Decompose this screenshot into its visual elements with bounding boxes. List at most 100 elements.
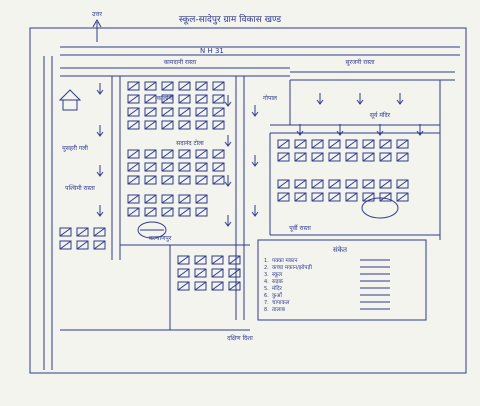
house-icon: [127, 81, 140, 91]
house-icon: [144, 94, 157, 104]
house-icon: [195, 94, 208, 104]
house-icon: [178, 149, 191, 159]
house-icon: [195, 120, 208, 130]
house-icon: [294, 192, 307, 202]
house-icon: [311, 179, 324, 189]
direction-arrow-icon: [356, 93, 364, 105]
legend-item-number: 2.: [264, 265, 269, 271]
legend-item-number: 3.: [264, 272, 269, 278]
legend-item-number: 1.: [264, 258, 269, 264]
street-label: कालोनी: [157, 94, 174, 102]
legend-items-layer: 1.पक्का मकान2.कच्चा मकान/झोपड़ी3.स्कूल4.…: [264, 258, 390, 313]
legend-item: कुआँ: [272, 292, 283, 299]
direction-arrow-icon: [316, 93, 324, 105]
house-icon: [328, 139, 341, 149]
legend-item-number: 6.: [264, 293, 269, 299]
house-icon: [311, 192, 324, 202]
direction-arrow-icon: [251, 105, 259, 117]
house-icon: [144, 162, 157, 172]
house-icon: [328, 179, 341, 189]
direction-arrow-icon: [224, 215, 232, 227]
house-icon: [277, 152, 290, 162]
house-icon: [76, 240, 89, 250]
houses-layer: [59, 81, 409, 291]
house-icon: [178, 107, 191, 117]
upper-road: [60, 67, 455, 81]
temple-icon: [58, 89, 82, 111]
direction-arrow-icon: [396, 93, 404, 105]
house-icon: [294, 179, 307, 189]
house-icon: [161, 194, 174, 204]
house-icon: [177, 268, 190, 278]
central-roads: [111, 76, 245, 330]
house-icon: [195, 194, 208, 204]
house-icon: [212, 175, 225, 185]
legend-item: सड़क: [272, 279, 284, 285]
direction-arrow-icon: [96, 205, 104, 217]
house-icon: [93, 227, 106, 237]
house-icon: [311, 139, 324, 149]
house-icon: [228, 255, 241, 265]
legend-item-number: 4.: [264, 279, 269, 285]
well-icon: [137, 221, 167, 239]
north-arrow-icon: उत्तर: [92, 11, 102, 42]
house-icon: [362, 139, 375, 149]
house-icon: [144, 175, 157, 185]
direction-arrow-icon: [296, 124, 304, 136]
house-icon: [212, 94, 225, 104]
house-icon: [127, 194, 140, 204]
house-icon: [195, 149, 208, 159]
house-icon: [76, 227, 89, 237]
house-icon: [379, 139, 392, 149]
house-icon: [127, 207, 140, 217]
direction-arrow-icon: [251, 205, 259, 217]
house-icon: [178, 162, 191, 172]
house-icon: [379, 179, 392, 189]
house-icon: [161, 107, 174, 117]
house-icon: [195, 162, 208, 172]
house-icon: [194, 255, 207, 265]
house-icon: [127, 149, 140, 159]
street-label: गोपाल: [263, 94, 278, 102]
house-icon: [228, 268, 241, 278]
street-label: कामदानी रास्ता: [164, 58, 197, 66]
house-icon: [396, 192, 409, 202]
street-label: सदानंद टोला: [176, 139, 204, 147]
house-icon: [144, 81, 157, 91]
house-icon: [228, 281, 241, 291]
direction-arrow-icon: [336, 124, 344, 136]
street-label: सुरजनी रास्ता: [345, 58, 375, 66]
house-icon: [396, 179, 409, 189]
house-icon: [211, 268, 224, 278]
house-icon: [195, 81, 208, 91]
highway-label: N H 31: [200, 47, 224, 55]
house-icon: [178, 81, 191, 91]
house-icon: [277, 139, 290, 149]
legend-title: संकेत: [333, 245, 348, 254]
direction-arrow-icon: [376, 124, 384, 136]
arrows-layer: [96, 83, 424, 227]
legend-item: स्कूल: [272, 272, 282, 278]
map-border: [29, 27, 467, 374]
legend-item: मंदिर: [272, 285, 283, 292]
legend-item: पक्का मकान: [272, 258, 298, 264]
house-icon: [311, 152, 324, 162]
house-icon: [59, 227, 72, 237]
south-label: दक्षिण दिशा: [227, 334, 253, 342]
house-icon: [195, 107, 208, 117]
house-icon: [345, 179, 358, 189]
house-icon: [127, 175, 140, 185]
legend-item-number: 8.: [264, 307, 269, 313]
legend-item-number: 5.: [264, 286, 269, 292]
house-icon: [144, 107, 157, 117]
house-icon: [59, 240, 72, 250]
house-icon: [328, 152, 341, 162]
legend-item: कच्चा मकान/झोपड़ी: [272, 264, 312, 271]
house-icon: [362, 179, 375, 189]
house-icon: [161, 162, 174, 172]
legend-box: [257, 239, 427, 321]
direction-arrow-icon: [251, 155, 259, 167]
direction-arrow-icon: [224, 175, 232, 187]
